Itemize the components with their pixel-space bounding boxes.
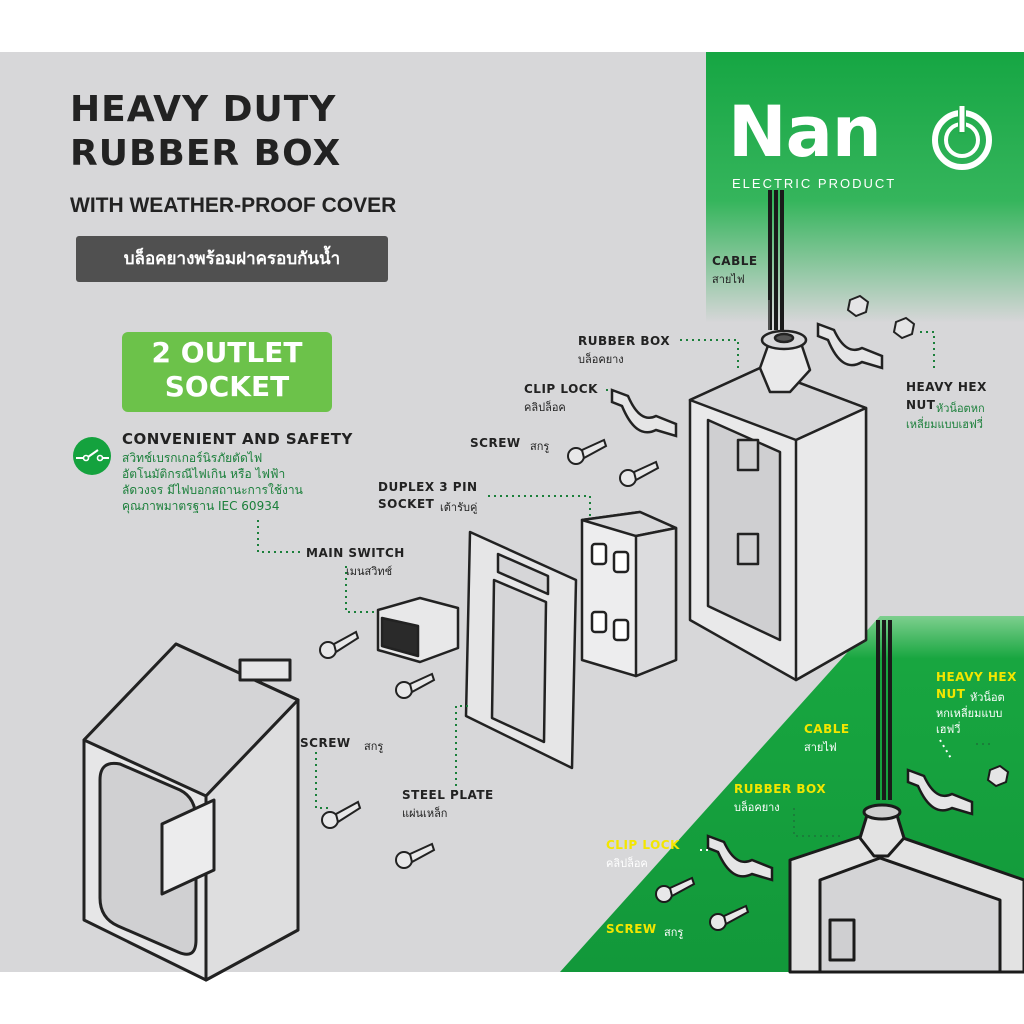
brand-logo: Nan xyxy=(728,91,882,173)
hex-nut-art-2 xyxy=(892,316,916,340)
green-panel-top xyxy=(706,52,1024,322)
inset-screws-art xyxy=(655,876,750,931)
inset-label-hex-nut-th-1: หัวน็อต xyxy=(970,691,1005,704)
inset-label-cable-th: สายไฟ xyxy=(804,741,837,754)
label-clip-lock-th: คลิปล็อค xyxy=(524,401,566,414)
inset-label-hex-nut-th-2: หกเหลี่ยมแบบ xyxy=(936,707,1003,720)
inset-label-clip-lock-th: คลิปล็อค xyxy=(606,857,648,870)
inset-hex-nut-art xyxy=(986,764,1010,788)
main-switch-art xyxy=(376,596,460,664)
weatherproof-cover-art xyxy=(82,642,300,982)
label-screw-top: SCREW xyxy=(470,436,521,450)
rubber-box-art xyxy=(688,329,868,682)
leader-lines xyxy=(257,331,990,837)
inset-label-screw: SCREW xyxy=(606,922,657,936)
label-steel-plate: STEEL PLATE xyxy=(402,788,494,802)
feature-line-4: คุณภาพมาตรฐาน IEC 60934 xyxy=(122,499,280,513)
inset-leader-lines xyxy=(700,739,953,851)
feature-line-3: ลัดวงจร มีไฟบอกสถานะการใช้งาน xyxy=(122,483,303,497)
label-clip-lock: CLIP LOCK xyxy=(524,382,598,396)
label-duplex-th: เต้ารับคู่ xyxy=(440,501,478,514)
cable-bottom xyxy=(876,620,892,800)
hex-nut-art xyxy=(846,294,870,318)
inset-rubber-box-art xyxy=(788,803,1024,974)
label-hex-nut-th-2: เหลี่ยมแบบเฮฟวี่ xyxy=(906,418,983,431)
label-screw-left: SCREW xyxy=(300,736,351,750)
switch-icon xyxy=(73,437,111,475)
inset-label-hex-nut-th-3: เฮฟวี่ xyxy=(936,723,961,736)
inset-clip-lock-art-2 xyxy=(906,768,974,816)
title-line-2: RUBBER BOX xyxy=(70,133,342,174)
inset-label-screw-th: สกรู xyxy=(664,926,684,939)
title-line-1: HEAVY DUTY xyxy=(70,89,337,130)
inset-label-hex-nut-2: NUT xyxy=(936,687,966,701)
subtitle: WITH WEATHER-PROOF COVER xyxy=(70,194,397,217)
inset-label-clip-lock: CLIP LOCK xyxy=(606,838,680,852)
inset-label-rubber-box-th: บล็อคยาง xyxy=(734,801,780,814)
feature-title: CONVENIENT AND SAFETY xyxy=(122,430,353,448)
inset-clip-lock-art xyxy=(706,834,774,882)
power-icon xyxy=(932,104,992,170)
label-duplex-2: SOCKET xyxy=(378,497,435,511)
clip-lock-art-2 xyxy=(816,322,884,370)
label-rubber-box-th: บล็อคยาง xyxy=(578,353,624,366)
label-screw-left-th: สกรู xyxy=(364,740,384,753)
outlet-badge-bg xyxy=(122,332,332,412)
screws-art xyxy=(319,438,660,869)
label-duplex-1: DUPLEX 3 PIN xyxy=(378,480,478,494)
label-steel-plate-th: แผ่นเหล็ก xyxy=(402,807,448,820)
thai-banner-bg xyxy=(76,236,388,282)
brand-tagline: ELECTRIC PRODUCT xyxy=(732,176,897,191)
duplex-socket-art xyxy=(580,510,678,678)
inset-label-hex-nut-1: HEAVY HEX xyxy=(936,670,1017,684)
label-rubber-box: RUBBER BOX xyxy=(578,334,671,348)
label-hex-nut-th-1: หัวน็อตหก xyxy=(936,402,985,415)
cable-top xyxy=(768,190,784,330)
label-hex-nut-1: HEAVY HEX xyxy=(906,380,987,394)
label-cable-th: สายไฟ xyxy=(712,273,745,286)
clip-lock-art xyxy=(610,388,678,438)
label-hex-nut-2: NUT xyxy=(906,398,936,412)
steel-plate-art xyxy=(464,530,578,770)
badge-line-1: 2 OUTLET xyxy=(151,336,303,369)
label-main-switch: MAIN SWITCH xyxy=(306,546,405,560)
badge-line-2: SOCKET xyxy=(164,370,290,403)
inset-label-rubber-box: RUBBER BOX xyxy=(734,782,827,796)
feature-line-1: สวิทช์เบรกเกอร์นิรภัยตัดไฟ xyxy=(122,451,263,465)
label-cable: CABLE xyxy=(712,254,758,268)
inset-label-cable: CABLE xyxy=(804,722,850,736)
feature-line-2: อัตโนมัติกรณีไฟเกิน หรือ ไฟฟ้า xyxy=(122,467,286,481)
thai-banner: บล็อคยางพร้อมฝาครอบกันน้ำ xyxy=(123,249,341,269)
label-main-switch-th: เมนสวิทช์ xyxy=(346,565,393,578)
label-screw-top-th: สกรู xyxy=(530,440,550,453)
